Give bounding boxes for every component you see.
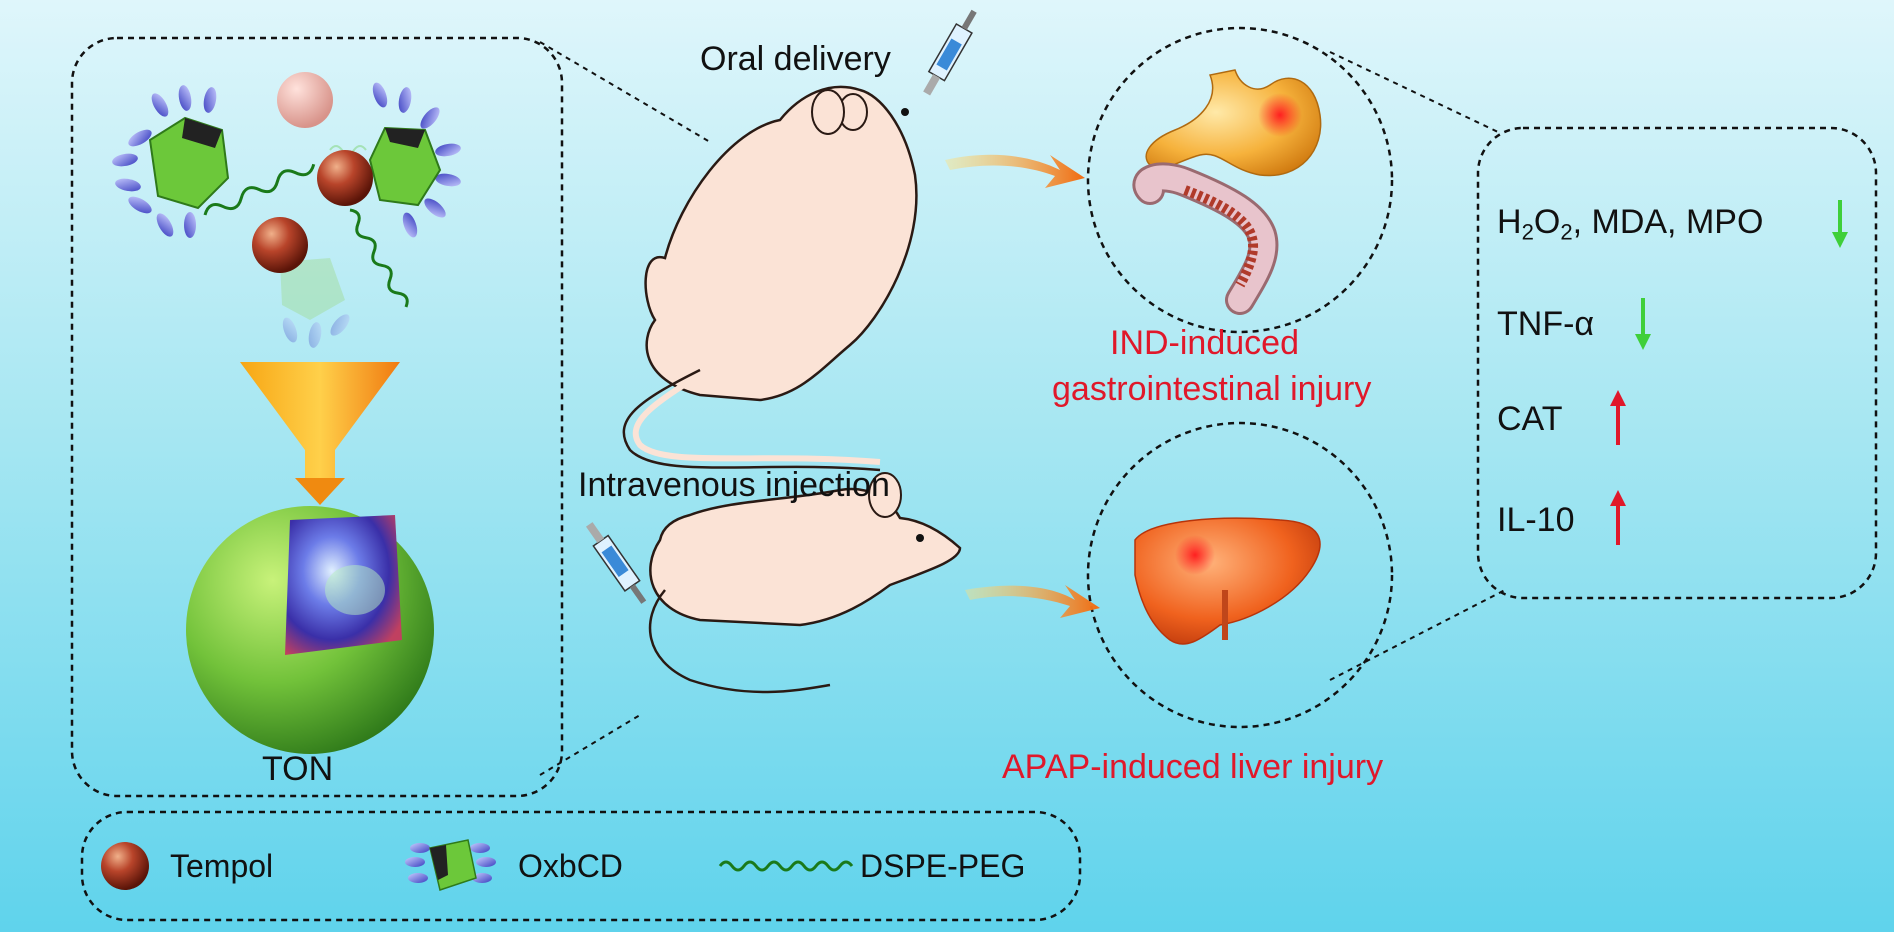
arrow-to-liver-icon (965, 585, 1100, 618)
legend-oxbcd-icon (405, 839, 496, 891)
gi-circle (1086, 26, 1394, 334)
intravenous-injection-label: Intravenous injection (578, 466, 890, 504)
zoom-line-bottom (539, 714, 641, 776)
zoom-line-right-bottom (1329, 589, 1506, 681)
h2o2-mda-mpo-label: H2O2, MDA, MPO (1497, 203, 1764, 245)
il10-label: IL-10 (1497, 501, 1575, 539)
mouse-oral-illustration (622, 85, 918, 472)
legend-tempol-label: Tempol (170, 848, 274, 884)
legend-tempol-icon (101, 842, 149, 890)
legend-frame (80, 810, 1082, 922)
tnf-alpha-label: TNF-α (1497, 305, 1595, 343)
legend-dspe-peg-icon (718, 860, 854, 872)
arrow-up-cat-icon (1610, 390, 1626, 445)
syringe-iv-icon (585, 522, 647, 604)
oxbcd-faded-icon (280, 258, 350, 348)
ind-injury-label-line2: gastrointestinal injury (1052, 370, 1372, 408)
dspe-peg-chain-2 (349, 208, 409, 308)
dspe-peg-chain-1 (203, 163, 316, 216)
intestine-icon (1132, 162, 1279, 315)
biomarker-frame (1476, 126, 1878, 600)
ton-nanoparticle-illustration (186, 506, 434, 754)
liver-icon (1134, 517, 1321, 645)
oxbcd-left-icon (112, 85, 230, 238)
tempol-sphere-1 (317, 150, 373, 206)
tempol-sphere-faded (277, 72, 333, 128)
arrow-down-h2o2-icon (1832, 200, 1848, 248)
assembly-illustration (112, 72, 461, 348)
legend-dspe-peg-label: DSPE-PEG (860, 848, 1026, 884)
liver-circle (1086, 421, 1394, 729)
cat-label: CAT (1497, 400, 1563, 438)
oxbcd-right-icon (368, 82, 461, 238)
arrow-down-tnf-icon (1635, 298, 1651, 350)
legend-oxbcd-label: OxbCD (518, 848, 623, 884)
funnel-icon (240, 362, 400, 505)
ind-injury-label-line1: IND-induced (1110, 324, 1299, 362)
oral-delivery-label: Oral delivery (700, 40, 891, 78)
tempol-sphere-2 (252, 217, 308, 273)
arrow-up-il10-icon (1610, 490, 1626, 545)
syringe-oral-icon (923, 9, 977, 96)
stomach-icon (1145, 69, 1322, 177)
ton-frame (70, 36, 564, 798)
mouse-iv-illustration (648, 472, 962, 694)
zoom-line-right-top (1329, 51, 1499, 133)
apap-injury-label: APAP-induced liver injury (1002, 748, 1384, 786)
ton-label: TON (262, 750, 334, 788)
zoom-line-top (539, 41, 711, 143)
arrow-to-gi-icon (945, 154, 1085, 188)
